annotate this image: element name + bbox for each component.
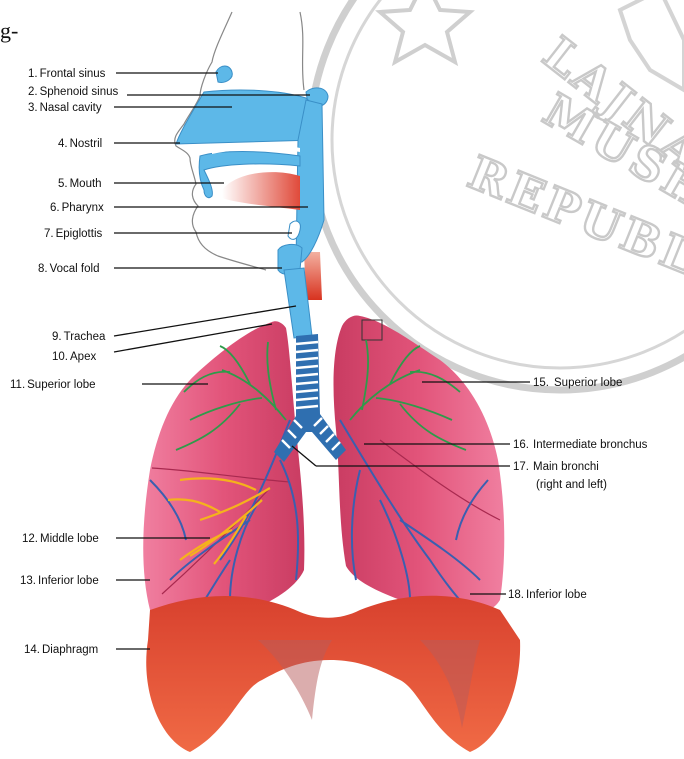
- diaphragm: [146, 596, 520, 752]
- labels-left: 1.Frontal sinus 2.Sphenoid sinus 3.Nasal…: [10, 68, 118, 656]
- label-12-middle-lobe: 12.Middle lobe: [22, 533, 99, 545]
- page-edge-text-fragment: g-: [0, 18, 18, 43]
- label-3-nasal-cavity: 3.Nasal cavity: [28, 102, 102, 114]
- labels-right: 15.Superior lobe 16.Intermediate bronchu…: [508, 377, 648, 601]
- right-lung: [143, 321, 304, 625]
- label-8-vocal-fold: 8.Vocal fold: [38, 263, 99, 275]
- label-4-nostril: 4.Nostril: [58, 138, 102, 150]
- label-7-epiglottis: 7.Epiglottis: [44, 228, 103, 240]
- label-2-sphenoid-sinus: 2.Sphenoid sinus: [28, 86, 118, 98]
- label-9-trachea: 9.Trachea: [52, 331, 106, 343]
- label-6-pharynx: 6.Pharynx: [50, 202, 104, 214]
- label-17-main-bronchi: 17.Main bronchi: [513, 461, 599, 473]
- label-15-superior-lobe: 15.Superior lobe: [533, 377, 622, 389]
- label-18-inferior-lobe: 18.Inferior lobe: [508, 589, 587, 601]
- label-17-main-bronchi-sub: (right and left): [536, 479, 607, 491]
- label-11-superior-lobe: 11.Superior lobe: [10, 379, 96, 391]
- label-10-apex: 10.Apex: [52, 351, 96, 363]
- label-5-mouth: 5.Mouth: [58, 178, 102, 190]
- left-lung: [334, 315, 505, 615]
- label-13-inferior-lobe: 13.Inferior lobe: [20, 575, 99, 587]
- label-14-diaphragm: 14.Diaphragm: [24, 644, 98, 656]
- label-16-intermediate-bronchus: 16.Intermediate bronchus: [513, 439, 648, 451]
- label-1-frontal-sinus: 1.Frontal sinus: [28, 68, 106, 80]
- tongue: [222, 172, 300, 210]
